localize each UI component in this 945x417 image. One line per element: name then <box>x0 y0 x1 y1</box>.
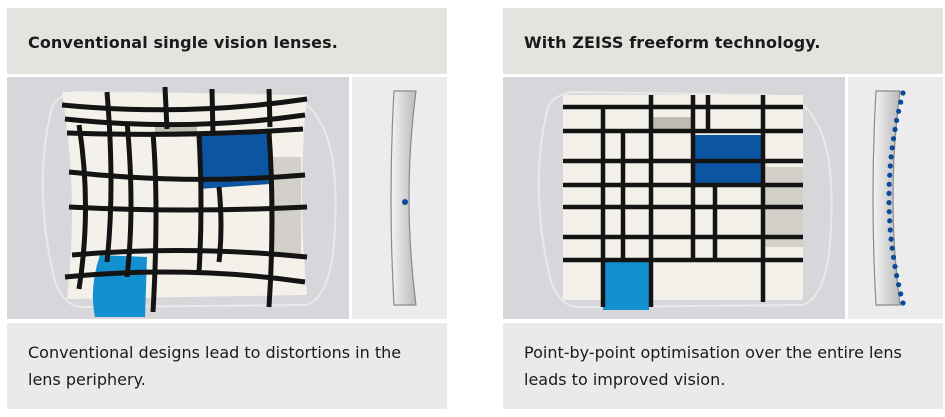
lens-cross-section-icon <box>872 90 901 306</box>
panel-header: Conventional single vision lenses. <box>7 8 447 74</box>
caption-text: Conventional designs lead to distortions… <box>28 343 402 389</box>
optimisation-point-icon <box>886 181 892 187</box>
optimisation-point-icon <box>887 163 893 169</box>
caption-text: Point-by-point optimisation over the ent… <box>524 343 902 389</box>
optimisation-point-icon <box>896 282 902 288</box>
optimisation-point-icon <box>898 291 904 297</box>
panel-header: With ZEISS freeform technology. <box>503 8 943 74</box>
lens-profile-freeform <box>848 77 943 319</box>
optimisation-point-icon <box>887 172 893 178</box>
optimisation-point-icon <box>889 245 895 251</box>
panel-title: With ZEISS freeform technology. <box>524 33 821 52</box>
panel-caption: Conventional designs lead to distortions… <box>7 323 447 409</box>
optimisation-point-icon <box>886 209 892 215</box>
optimisation-point-icon <box>894 273 900 279</box>
panel-conventional: Conventional single vision lenses. <box>7 8 447 409</box>
panel-caption: Point-by-point optimisation over the ent… <box>503 323 943 409</box>
optimisation-point-icon <box>900 90 906 96</box>
optimisation-point-icon <box>900 300 906 306</box>
optimisation-point-icon <box>890 254 897 260</box>
optimisation-point-icon <box>887 227 893 233</box>
optimisation-point-icon <box>892 126 898 133</box>
optimisation-point-icon <box>887 218 893 224</box>
distorted-grid-image <box>7 77 349 319</box>
optimisation-point-icon <box>886 200 892 206</box>
optimisation-point-icon <box>888 154 894 160</box>
optimisation-point-icon <box>892 263 898 270</box>
panel-freeform: With ZEISS freeform technology. <box>503 8 943 409</box>
optimisation-point-icon <box>890 136 897 142</box>
lens-profile-conventional <box>352 77 447 319</box>
optimisation-point-icon <box>894 117 900 123</box>
optimisation-point-icon <box>888 236 894 242</box>
optimisation-point-icon <box>886 190 892 196</box>
optimisation-point-icon <box>889 145 895 151</box>
optimisation-point-icon <box>898 99 904 105</box>
optimisation-point-icon <box>402 199 408 205</box>
lens-cross-section-icon <box>390 90 417 306</box>
optimisation-point-icon <box>896 108 902 114</box>
panel-title: Conventional single vision lenses. <box>28 33 338 52</box>
corrected-grid-image <box>503 77 845 319</box>
